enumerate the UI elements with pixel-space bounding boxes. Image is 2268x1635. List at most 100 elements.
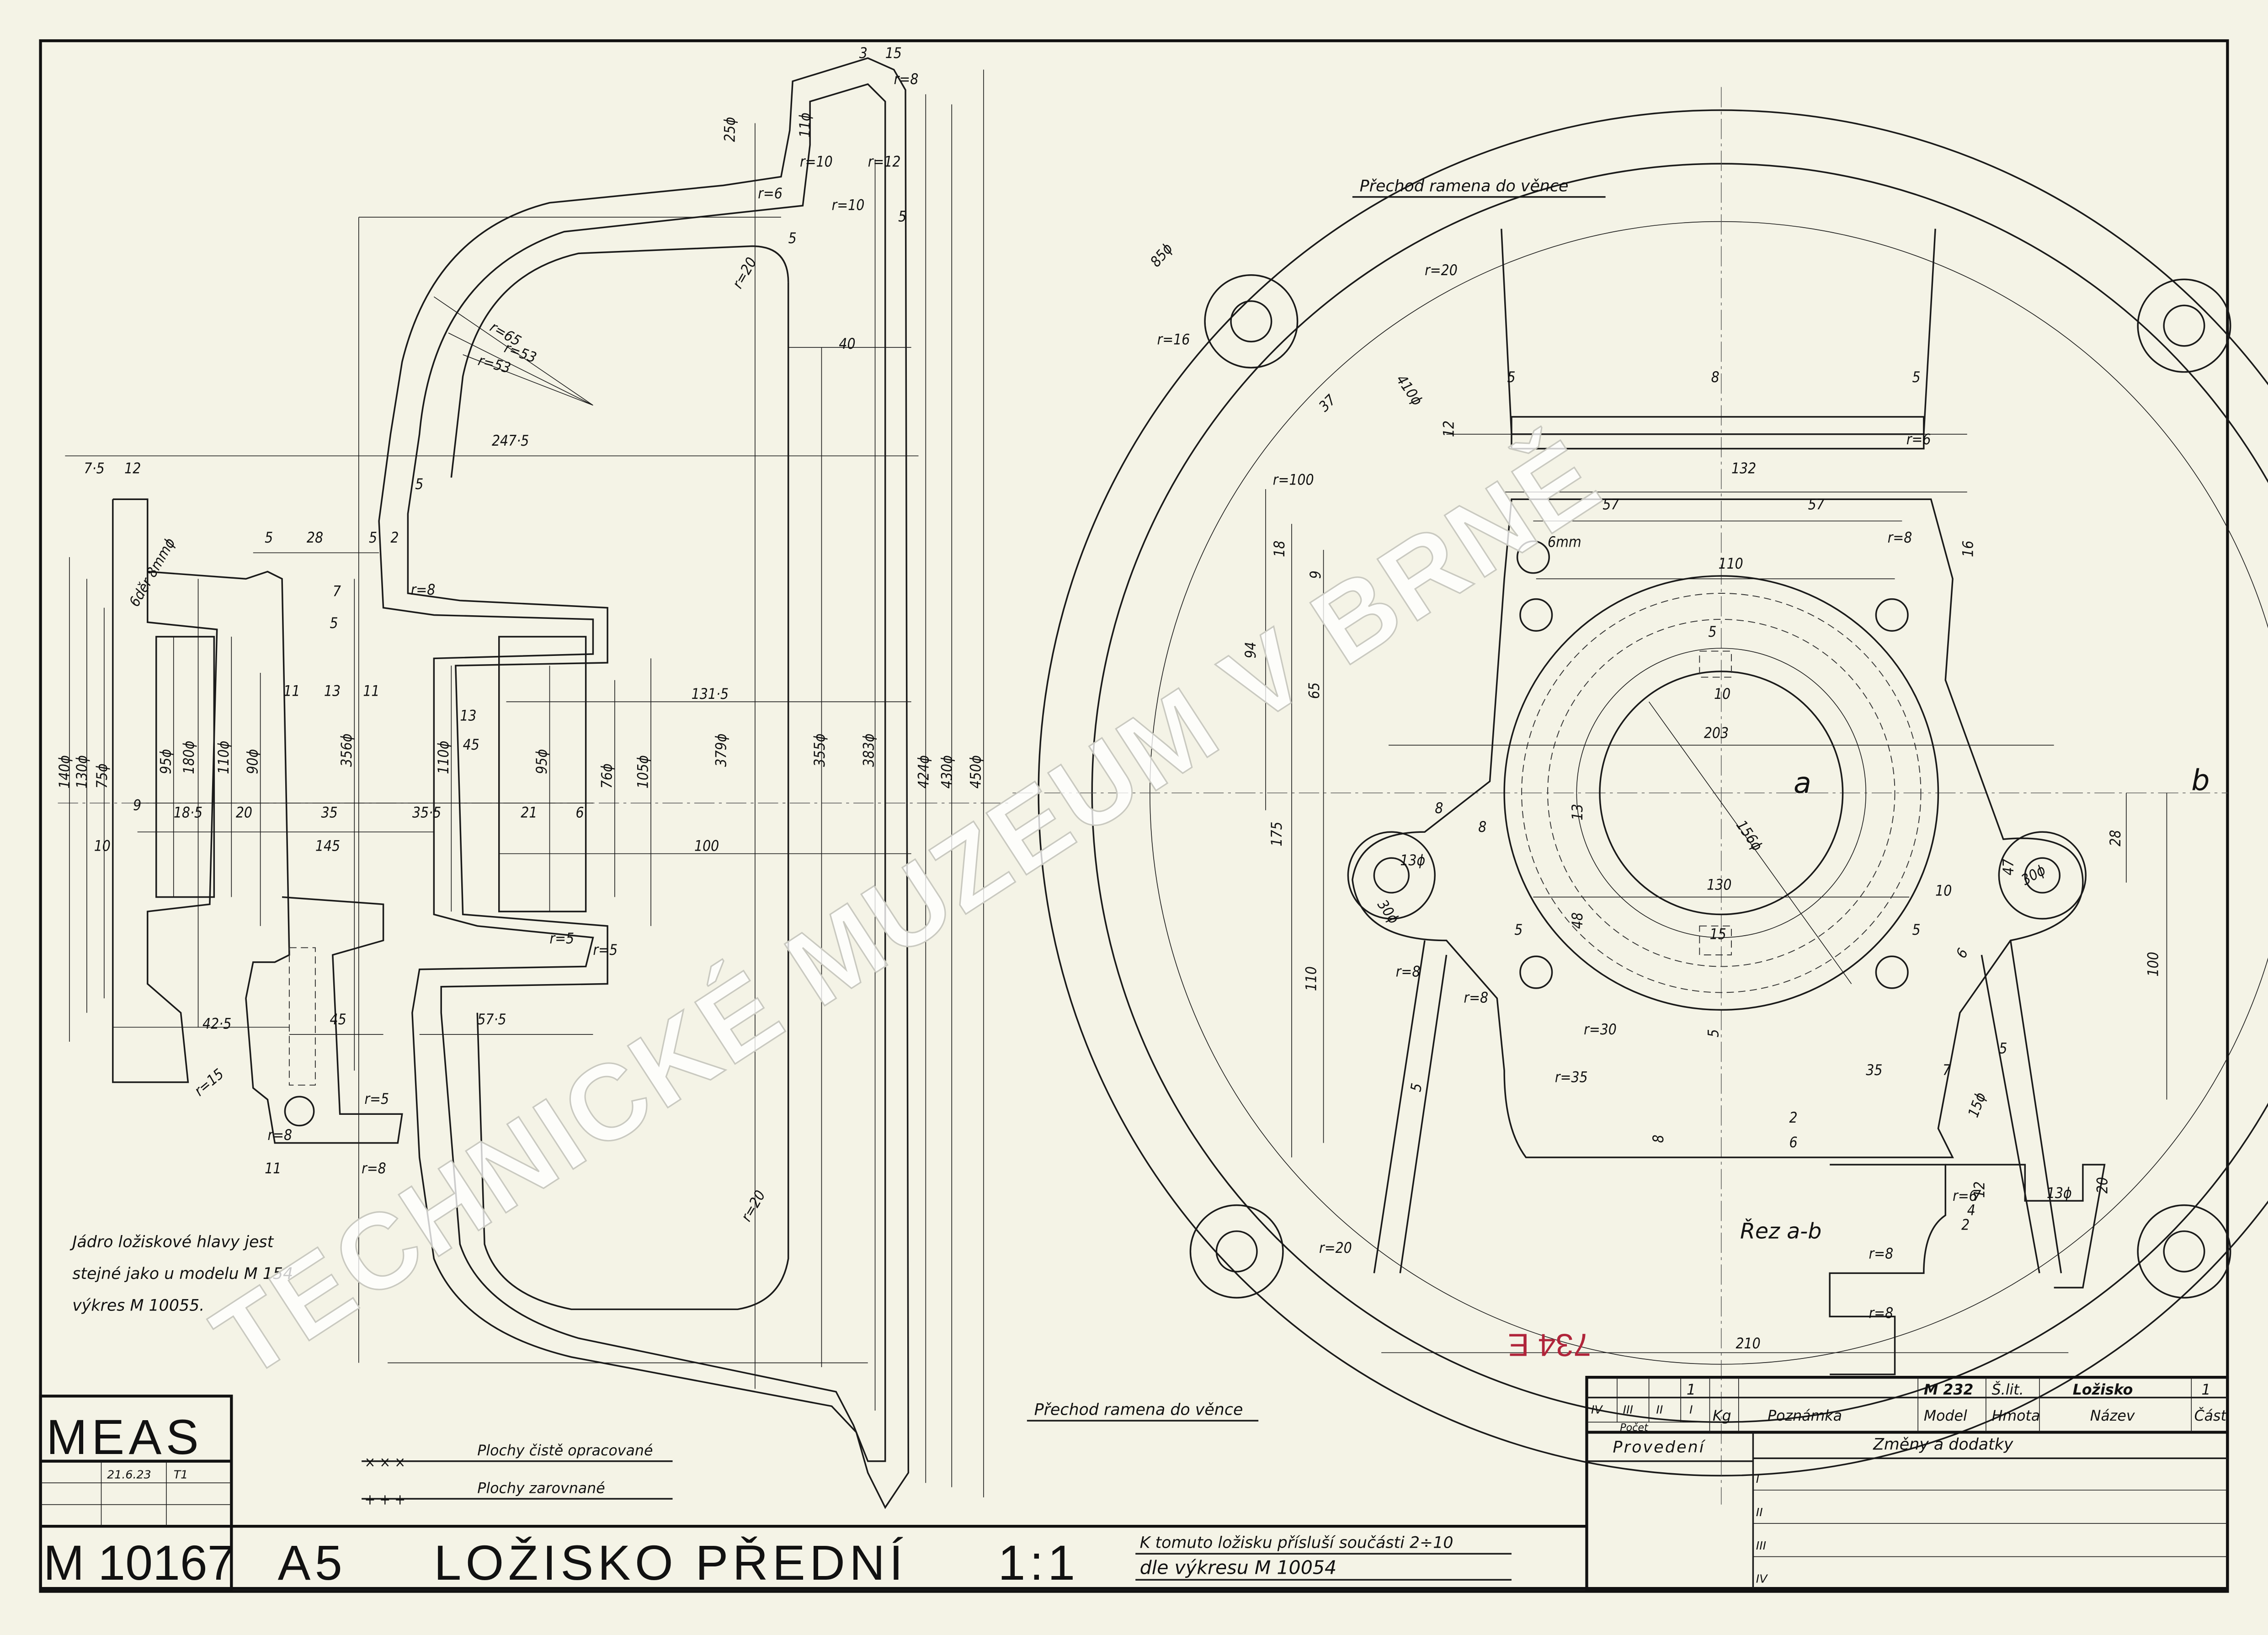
dimension-label: 210 — [1736, 1336, 1760, 1352]
dimension-label: 5 — [1507, 369, 1515, 386]
dimension-label: 110 — [1718, 556, 1743, 572]
arm-section-hatch — [1511, 416, 1925, 450]
dimension-label: 25ϕ — [722, 117, 739, 142]
bolt-hole — [288, 947, 316, 1086]
note-transition-top: Přechod ramena do věnce — [1360, 177, 1569, 195]
header-kg: Kg — [1713, 1408, 1731, 1424]
dimension-label: 6 — [1789, 1134, 1798, 1151]
dimension-label: 110 — [1304, 966, 1320, 991]
dimension-label: 13 — [324, 683, 341, 700]
sectional-view — [58, 57, 1013, 1509]
dimension-label: 4 — [1967, 1203, 1975, 1219]
dimension-label: r=35 — [1555, 1070, 1588, 1086]
dimension-label: 15 — [885, 45, 902, 62]
dimension-label: 13 — [460, 708, 476, 724]
scale: 1:1 — [998, 1535, 1080, 1590]
header-I: I — [1689, 1403, 1693, 1416]
dimension-label: 110ϕ — [436, 741, 452, 774]
dimension-label: 90ϕ — [245, 749, 261, 774]
surface-legend: × × × Plochy čistě opracované + + + Ploc… — [362, 1443, 673, 1508]
dimension-label: 5 — [1912, 922, 1921, 938]
inner-cavity-top — [450, 245, 789, 478]
drafter: T1 — [174, 1468, 188, 1481]
dimension-label: 11 — [363, 683, 379, 700]
dimension-label: r=8 — [1888, 530, 1912, 546]
dimension-label: 5 — [1912, 369, 1921, 386]
dimension-label: 5 — [415, 476, 423, 493]
drawing-title: LOŽISKO PŘEDNÍ — [434, 1535, 907, 1590]
dimension-label: r=5 — [364, 1091, 389, 1108]
dimension-label: 94 — [1243, 642, 1259, 658]
count-label: Počet — [1620, 1422, 1649, 1433]
reference-line2: dle výkresu M 10054 — [1140, 1557, 1337, 1579]
model-value: M 232 — [1924, 1382, 1973, 1398]
part-value: 1 — [2201, 1382, 2210, 1398]
bearing-circle-dashed-1 — [1521, 593, 1922, 993]
dimension-label: 9 — [133, 798, 141, 814]
dimension-label: 6 — [575, 805, 584, 821]
bolt-circle — [284, 1096, 315, 1127]
dimension-label: 12 — [1972, 1182, 1988, 1198]
dimension-label: 130 — [1707, 877, 1731, 894]
front-dimension-lines — [1265, 434, 2167, 1353]
material-value: Š.lit. — [1992, 1380, 2024, 1398]
dimension-label: 11ϕ — [797, 112, 814, 138]
dimension-label: 131·5 — [692, 686, 729, 703]
hub-holes — [1516, 540, 1909, 989]
dimension-label: r=16 — [1157, 332, 1190, 348]
dimension-label: r=8 — [411, 582, 436, 598]
name-value: Ložisko — [2073, 1382, 2133, 1398]
dimension-label: 7 — [1943, 1062, 1951, 1079]
dimension-label: 21 — [521, 805, 537, 821]
dimension-label: r=10 — [832, 197, 865, 213]
dimension-label: 57 — [1603, 496, 1619, 513]
dimension-lines — [65, 69, 984, 1497]
org-name: MEAS — [46, 1410, 203, 1465]
dimension-label: r=8 — [362, 1161, 386, 1177]
dimension-label: 75ϕ — [94, 763, 111, 788]
dimension-label: 5 — [1705, 1029, 1722, 1037]
dimension-label: 132 — [1731, 460, 1756, 477]
revision-I: I — [1756, 1472, 1759, 1486]
dimension-label: r=6 — [1953, 1188, 1977, 1204]
keyway-top — [1699, 650, 1732, 678]
dimension-label: 47 — [2001, 859, 2017, 875]
header-model: Model — [1924, 1408, 1967, 1424]
dimension-label: r=5 — [593, 942, 618, 959]
dimension-label: 57·5 — [477, 1012, 506, 1028]
note-core-line1: Jádro ložiskové hlavy jest — [69, 1233, 274, 1251]
dimension-label: r=8 — [894, 71, 919, 88]
hub-flange-outline — [1352, 498, 2084, 1158]
dimension-label: 18 — [1272, 541, 1288, 557]
dimension-label: 65 — [1306, 682, 1323, 699]
dimension-label: 15 — [1709, 926, 1726, 943]
dimension-label: r=6 — [758, 186, 783, 202]
dimension-label: 6mm — [1548, 534, 1581, 551]
dimension-label: r=30 — [1584, 1022, 1617, 1038]
svg-text:+ + +: + + + — [364, 1492, 405, 1508]
dimension-label: 45 — [330, 1012, 346, 1028]
dimension-label: 11 — [265, 1161, 281, 1177]
mounting-lugs — [1189, 274, 2231, 1299]
dimension-label: 247·5 — [492, 433, 529, 449]
dimension-label: 5 — [788, 230, 797, 247]
bore — [155, 636, 215, 898]
dimension-label: 16 — [1960, 541, 1976, 557]
dimension-label: 5 — [1999, 1040, 2007, 1057]
note-transition-bottom: Přechod ramena do věnce — [1034, 1401, 1243, 1419]
dimension-label: 379ϕ — [713, 734, 730, 767]
title-block: MEAS 21.6.23 T1 M 10167 A5 LOŽISKO PŘEDN… — [39, 1376, 2229, 1590]
dimension-label: 2 — [1789, 1110, 1798, 1126]
dimension-label: 424ϕ — [916, 755, 932, 788]
section-mark-b: b — [2191, 763, 2209, 797]
section-detail-hatch — [1945, 1164, 2106, 1289]
red-stamp: 734 E — [1508, 1327, 1591, 1363]
dimension-label: 3 — [859, 45, 868, 62]
reference-line1: K tomuto ložisku přísluší součásti 2÷10 — [1140, 1534, 1453, 1552]
dimension-label: 10 — [1714, 686, 1730, 703]
dimension-label: r=12 — [868, 154, 901, 170]
bearing-circle-dashed-2 — [1547, 619, 1895, 967]
dimension-label: 35 — [1866, 1062, 1882, 1079]
hub-outline — [112, 498, 403, 1144]
